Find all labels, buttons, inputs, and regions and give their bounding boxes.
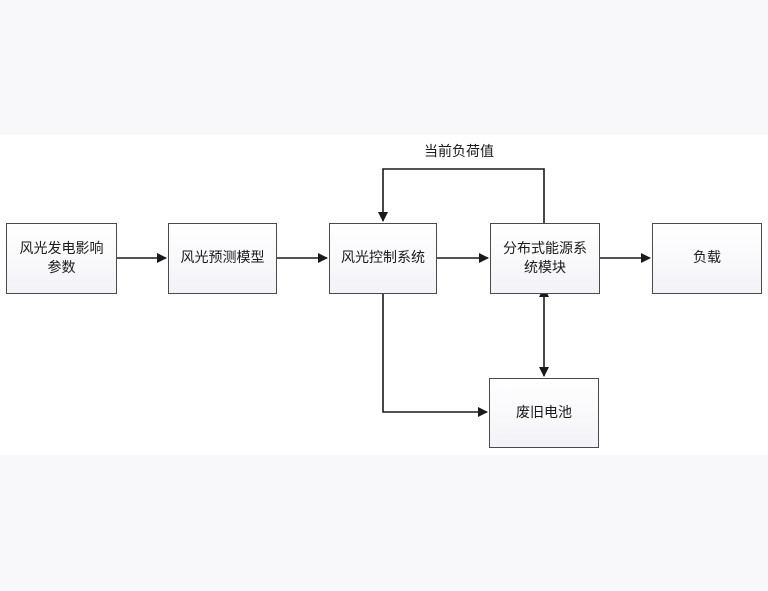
node-distributed: 分布式能源系统模块 bbox=[490, 223, 600, 294]
node-params: 风光发电影响参数 bbox=[6, 223, 117, 294]
node-model-label: 风光预测模型 bbox=[180, 250, 265, 266]
diagram-canvas bbox=[0, 135, 768, 455]
edge-feedback-load-value bbox=[378, 168, 545, 223]
node-model: 风光预测模型 bbox=[168, 223, 277, 294]
node-control-label: 风光控制系统 bbox=[341, 250, 425, 266]
node-params-label: 风光发电影响参数 bbox=[19, 240, 104, 276]
node-battery-label: 废旧电池 bbox=[516, 404, 572, 421]
feedback-label: 当前负荷值 bbox=[424, 144, 494, 160]
edge-control-to-battery bbox=[382, 294, 488, 417]
node-battery: 废旧电池 bbox=[489, 378, 599, 448]
node-load-label: 负载 bbox=[693, 250, 721, 266]
node-load: 负载 bbox=[652, 223, 762, 294]
node-distributed-label: 分布式能源系统模块 bbox=[503, 240, 587, 276]
node-control: 风光控制系统 bbox=[329, 223, 437, 294]
